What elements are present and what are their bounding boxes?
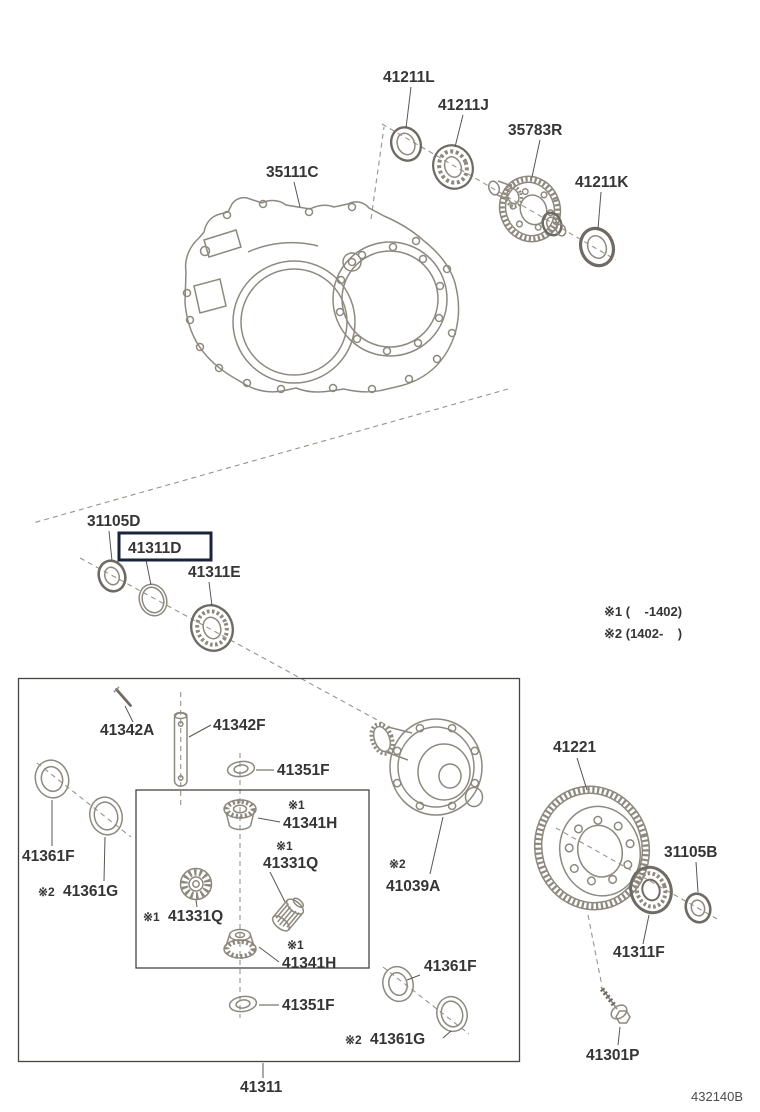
case-perimeter-bolt-holes [182, 199, 457, 394]
oil-seal-41211k-drawing [578, 226, 616, 268]
ring-gear-41221-drawing [533, 785, 651, 911]
drive-pinion-gear-35783r-drawing [487, 175, 567, 243]
side-gear-lower-drawing [223, 928, 257, 959]
label-41211k[interactable]: 41211K [575, 174, 629, 191]
bearing-41311e-drawing [189, 604, 235, 652]
side-gear-upper-drawing [223, 799, 257, 831]
label-31105d[interactable]: 31105D [87, 513, 140, 530]
label-41342f[interactable]: 41342F [213, 717, 266, 734]
gear-kit-box [135, 789, 370, 969]
label-41311e[interactable]: 41311E [188, 564, 241, 581]
oil-seal-31105b-drawing [684, 892, 712, 924]
label-31105b[interactable]: 31105B [664, 844, 717, 861]
thrust-washer-lower-drawing [228, 995, 258, 1013]
label-41039a[interactable]: 41039A [386, 878, 440, 895]
label-41311f[interactable]: 41311F [613, 944, 665, 961]
washer-f-left-drawing [34, 759, 70, 799]
label-41361f-right[interactable]: 41361F [424, 958, 477, 975]
marker-1-41331q-mid: ※1 [276, 839, 293, 853]
marker-1-41341h-upper: ※1 [288, 798, 305, 812]
marker-1-41341h-lower: ※1 [287, 938, 304, 952]
label-35111c[interactable]: 35111C [266, 164, 319, 181]
pinion-gear-star-drawing [179, 867, 213, 901]
label-41342a[interactable]: 41342A [100, 722, 154, 739]
leader-lines [51, 86, 699, 1078]
label-41211j[interactable]: 41211J [438, 97, 489, 114]
figure-code: 432140B [691, 1089, 743, 1104]
note-applicability-1: ※1 ( -1402) [604, 604, 682, 619]
thrust-washer-upper-drawing [226, 760, 256, 778]
shim-41311d-drawing [138, 583, 168, 617]
label-41361g-right[interactable]: 41361G [370, 1031, 425, 1048]
bolt-41301p-drawing [600, 986, 631, 1024]
bearing-41211j-drawing [432, 144, 474, 190]
label-41351f-upper[interactable]: 41351F [277, 762, 330, 779]
oil-seal-31105d-drawing [97, 559, 127, 593]
oil-seal-41211l-drawing [389, 126, 423, 162]
highlight-box-41311d[interactable] [117, 531, 213, 562]
washer-g-right-drawing [436, 995, 468, 1033]
bearing-41311f-drawing [629, 865, 673, 915]
marker-2-41361g-right: ※2 [345, 1033, 362, 1047]
pin-41342a-drawing [113, 686, 132, 707]
transaxle-case-drawing [182, 196, 460, 394]
pinion-shaft-41342f-drawing [173, 711, 188, 787]
pinion-gear-cone-drawing [271, 897, 305, 932]
washer-f-right-drawing [382, 965, 414, 1003]
diff-case-41039a-drawing [369, 718, 484, 816]
label-41331q-left[interactable]: 41331Q [168, 908, 223, 925]
label-41301p[interactable]: 41301P [586, 1047, 639, 1064]
label-41351f-lower[interactable]: 41351F [282, 997, 335, 1014]
label-41341h-lower[interactable]: 41341H [282, 955, 336, 972]
label-41361g-left[interactable]: 41361G [63, 883, 118, 900]
label-41311[interactable]: 41311 [240, 1079, 283, 1096]
label-41341h-upper[interactable]: 41341H [283, 815, 337, 832]
label-41361f-left[interactable]: 41361F [22, 848, 75, 865]
note-applicability-2: ※2 (1402- ) [604, 626, 682, 641]
label-41311d-highlighted[interactable]: 41311D [128, 540, 181, 557]
marker-2-41361g-left: ※2 [38, 885, 55, 899]
diff-assembly-box [17, 677, 521, 1063]
label-41211l[interactable]: 41211L [383, 69, 435, 86]
label-35783r[interactable]: 35783R [508, 122, 562, 139]
marker-2-41039a: ※2 [389, 857, 406, 871]
washer-g-left-drawing [89, 796, 123, 836]
label-41221[interactable]: 41221 [553, 739, 596, 756]
label-41331q-mid[interactable]: 41331Q [263, 855, 318, 872]
marker-1-41331q-left: ※1 [143, 910, 160, 924]
